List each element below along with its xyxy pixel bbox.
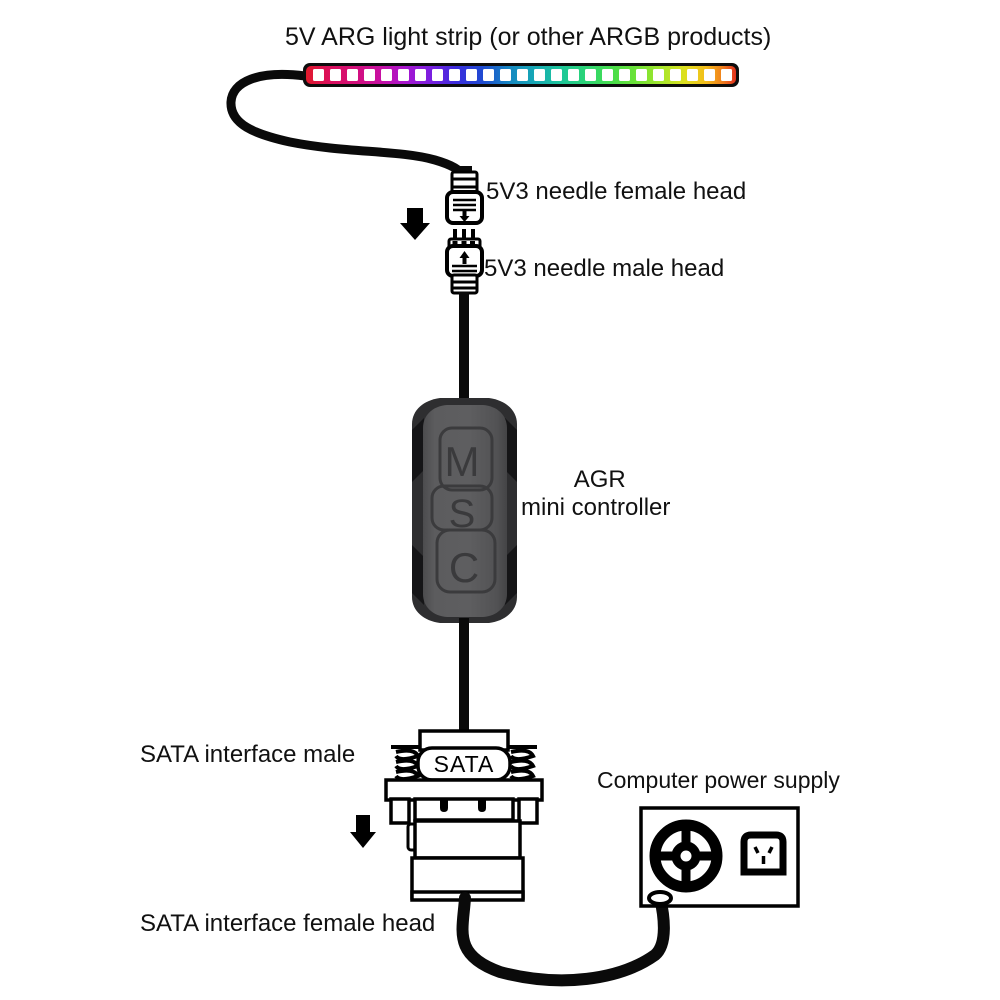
female-head-inner-down-arrow-icon	[459, 210, 470, 222]
label-sata-interface-male: SATA interface male	[140, 741, 356, 768]
led-pixels	[313, 69, 732, 81]
needle-male-head-icon	[445, 229, 484, 295]
cable-sata-to-psu	[456, 892, 670, 987]
led-light-strip	[303, 63, 739, 87]
label-computer-power-supply: Computer power supply	[597, 767, 840, 793]
sata-connect-down-arrow-icon	[350, 815, 376, 848]
controller-button-m-label: M	[445, 438, 480, 485]
label-agr-mini-controller: AGR mini controller	[521, 466, 670, 523]
label-needle-male-head: 5V3 needle male head	[484, 255, 725, 282]
psu-ac-socket-icon	[740, 831, 787, 876]
needle-female-head-icon	[445, 166, 484, 225]
male-head-inner-up-arrow-icon	[459, 251, 470, 264]
label-needle-female-head: 5V3 needle female head	[486, 178, 747, 205]
label-controller-line2: mini controller	[521, 494, 671, 522]
psu-fan-icon	[649, 819, 723, 893]
label-controller-line1: AGR	[573, 466, 626, 493]
needle-connect-down-arrow-icon	[400, 208, 430, 240]
sata-female-connector-icon	[406, 819, 525, 902]
label-sata-interface-female: SATA interface female head	[140, 910, 436, 937]
page-title: 5V ARG light strip (or other ARGB produc…	[285, 23, 772, 51]
controller-button-c-label: C	[449, 544, 479, 591]
sata-label-text: SATA	[434, 751, 495, 777]
cable-strip-to-needle	[226, 69, 469, 182]
agr-mini-controller-icon: M S C	[412, 398, 517, 623]
computer-power-supply-icon	[639, 806, 800, 908]
sata-male-connector-icon: SATA	[384, 729, 544, 825]
